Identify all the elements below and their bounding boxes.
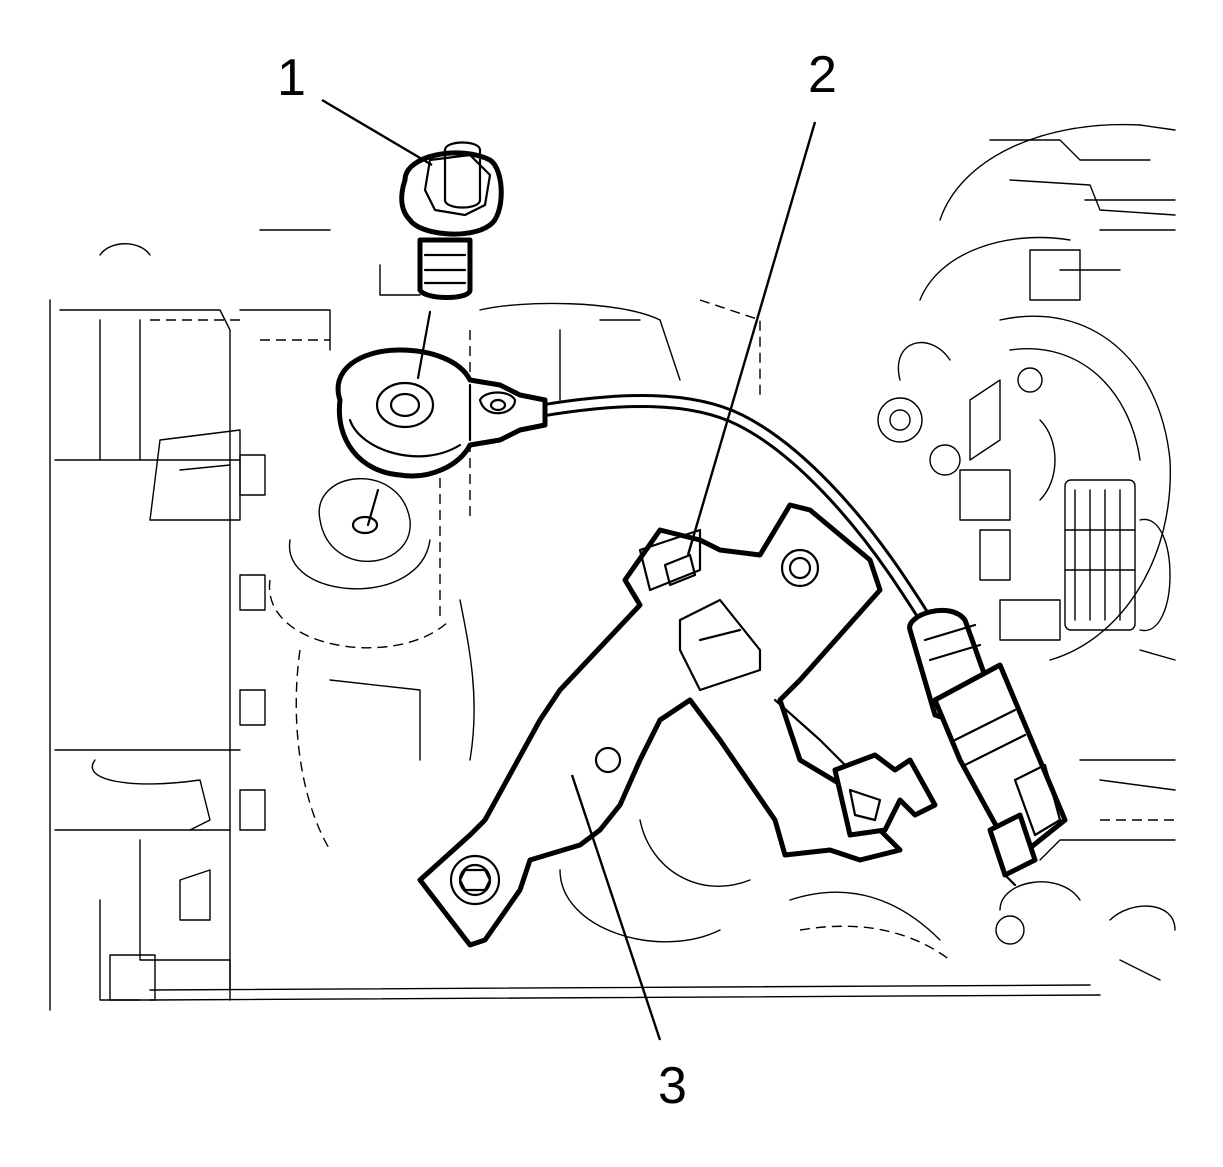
callout-1-label: 1 (277, 49, 306, 107)
callout-3-leader (570, 774, 662, 1041)
harness-connector (907, 608, 1068, 887)
alignment-lines (366, 310, 432, 527)
callout-leaders (321, 98, 817, 1041)
sensor-bolt (399, 141, 504, 300)
knock-sensor (335, 347, 548, 479)
mounting-boss (351, 515, 379, 535)
sensor-wire (538, 394, 942, 647)
callout-2-leader (686, 121, 817, 556)
engine-block-background (49, 123, 1176, 1011)
callout-labels: 1 2 3 (277, 46, 837, 1115)
callout-2-label: 2 (808, 46, 837, 104)
callout-1-leader (321, 98, 433, 167)
sensor-bracket (417, 502, 938, 948)
callout-3-label: 3 (658, 1057, 687, 1115)
